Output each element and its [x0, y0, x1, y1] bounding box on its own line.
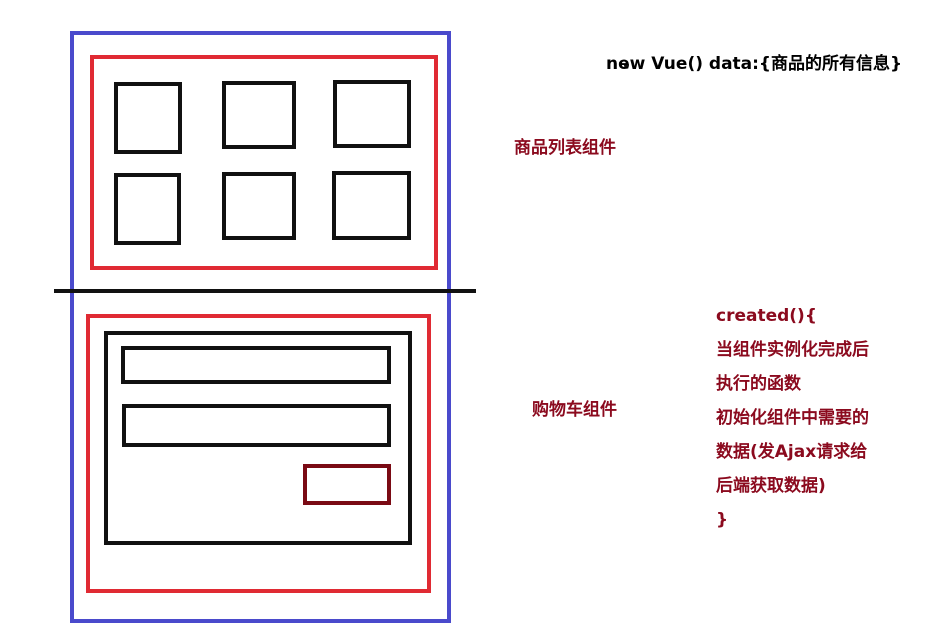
vue-root-container — [70, 31, 451, 623]
product-list-component-box — [90, 55, 438, 270]
product-item — [222, 172, 296, 240]
code-line: 后端获取数据) — [716, 476, 826, 496]
cursor-dot — [624, 63, 629, 68]
product-item — [114, 173, 181, 245]
cart-row — [121, 346, 391, 384]
cart-label: 购物车组件 — [532, 400, 617, 420]
code-line: 初始化组件中需要的 — [716, 408, 869, 428]
cart-panel — [104, 331, 412, 545]
code-line: } — [716, 510, 729, 530]
component-divider-line — [54, 289, 476, 293]
cart-component-box — [86, 314, 431, 593]
created-hook-annotation: created(){ 当组件实例化完成后 执行的函数 初始化组件中需要的 数据(… — [716, 303, 869, 541]
product-item — [222, 81, 296, 149]
code-line: created(){ — [716, 306, 817, 326]
product-list-label: 商品列表组件 — [514, 138, 616, 158]
code-line: 数据(发Ajax请求给 — [716, 442, 868, 462]
code-line: 执行的函数 — [716, 374, 801, 394]
diagram-title: new Vue() data:{商品的所有信息} — [606, 54, 903, 74]
product-item — [114, 82, 182, 154]
product-item — [333, 80, 411, 148]
cart-row — [122, 404, 391, 447]
cart-checkout-button — [303, 464, 391, 505]
product-item — [332, 171, 411, 240]
code-line: 当组件实例化完成后 — [716, 340, 869, 360]
